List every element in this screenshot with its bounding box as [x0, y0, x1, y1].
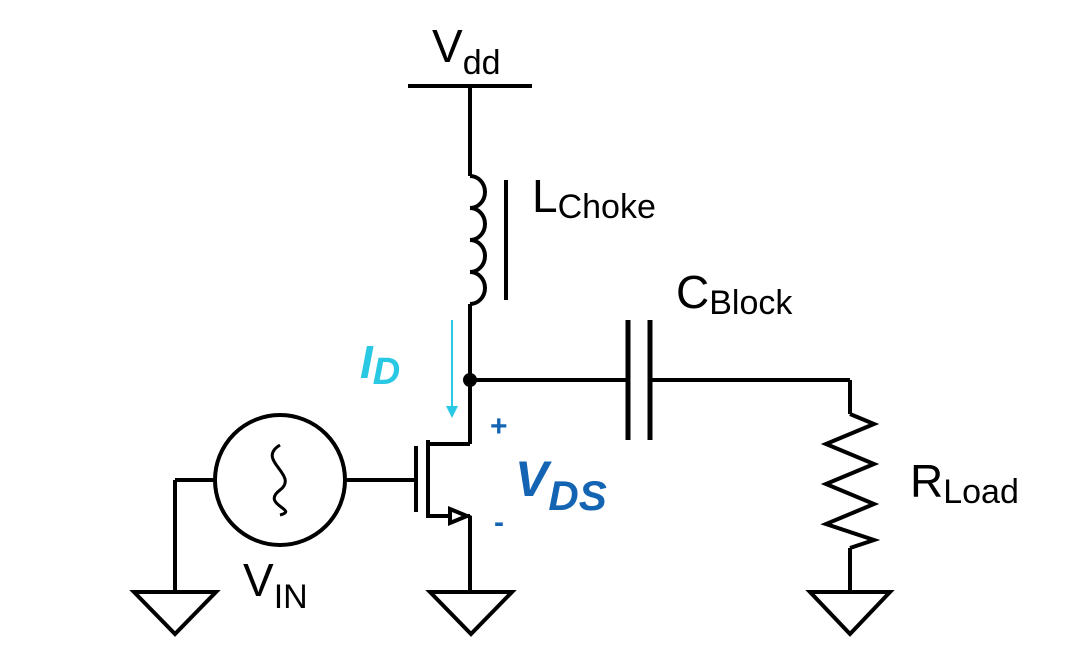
- nmos-transistor: [345, 380, 473, 592]
- source-ground-icon: [425, 590, 517, 637]
- drain-current-label: ID: [360, 336, 400, 393]
- vdd-label: Vdd: [432, 20, 501, 82]
- vds-minus-sign: -: [494, 506, 504, 539]
- vds-plus-sign: +: [490, 410, 508, 443]
- choke-inductor: [468, 174, 508, 378]
- block-capacitor: [625, 320, 653, 440]
- output-wire: [470, 378, 852, 414]
- vdd-rail: [408, 84, 532, 176]
- vin-label: VIN: [243, 554, 308, 616]
- load-label: RLoad: [910, 455, 1019, 511]
- ac-source: [173, 413, 347, 592]
- input-ground-icon: [129, 590, 221, 637]
- load-ground-icon: [805, 590, 895, 637]
- load-resistor: [820, 412, 881, 592]
- drain-current-arrow: [446, 320, 458, 418]
- choke-label: LChoke: [532, 170, 656, 226]
- vds-label: VDS: [515, 451, 607, 519]
- block-label: CBlock: [676, 266, 793, 322]
